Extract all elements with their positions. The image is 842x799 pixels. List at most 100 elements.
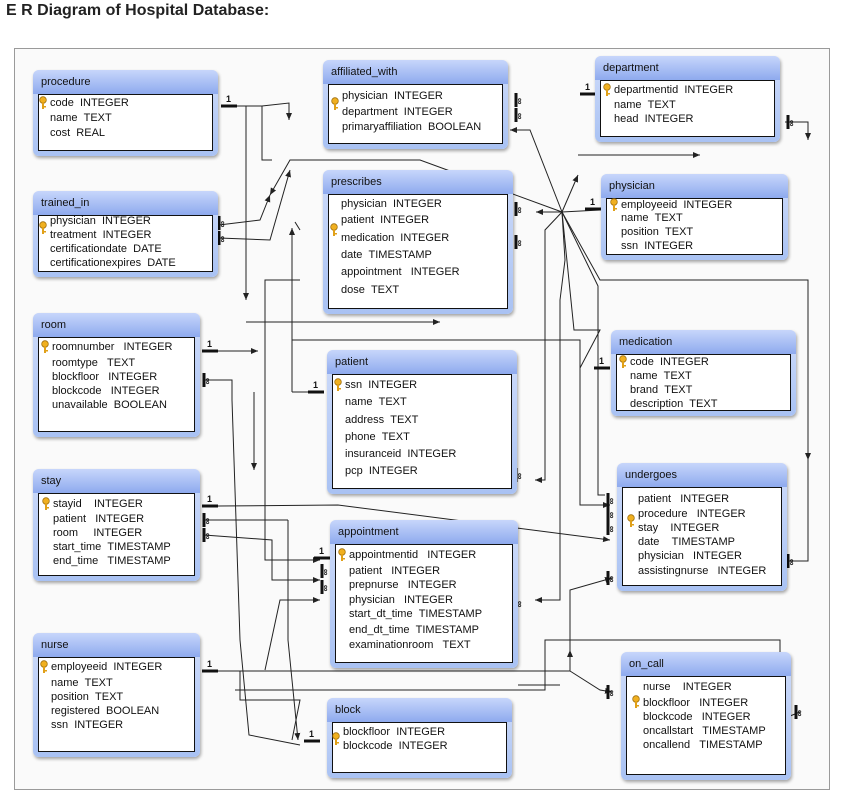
primary-key-icon [39, 96, 47, 109]
relationship-line [561, 211, 605, 496]
entity-attribute-list [38, 94, 213, 151]
entity-department: department [595, 56, 780, 142]
cardinality-one-label: 1 [590, 197, 595, 207]
attribute: ssn INTEGER [51, 719, 124, 731]
relationship-line [788, 460, 809, 562]
attribute: primaryaffiliation BOOLEAN [342, 121, 482, 133]
cardinality-one-label: 1 [207, 339, 212, 349]
attribute: position TEXT [621, 226, 694, 238]
attribute: name TEXT [614, 99, 676, 111]
attribute: name TEXT [621, 212, 683, 224]
attribute: blockfloor INTEGER [52, 371, 158, 383]
attribute: physician INTEGER [638, 550, 742, 562]
attribute: blockfloor INTEGER [343, 726, 446, 738]
cardinality-one-label: 1 [313, 380, 318, 390]
entity-title: appointment [330, 520, 518, 544]
attribute: appointment INTEGER [341, 266, 460, 278]
attribute: name TEXT [50, 112, 112, 124]
cardinality-many-bar [606, 685, 610, 699]
cardinality-many-label: ∞ [515, 207, 525, 214]
cardinality-many-bar [202, 373, 206, 387]
attribute: head INTEGER [614, 113, 694, 125]
primary-key-icon [331, 97, 339, 110]
relationship-line [261, 106, 272, 161]
entity-title: physician [601, 174, 788, 198]
relationship-line [561, 211, 601, 369]
attribute: certificationdate DATE [50, 243, 162, 255]
relationship-line [569, 670, 613, 694]
primary-key-icon [332, 732, 340, 745]
attribute: appointmentid INTEGER [349, 549, 477, 561]
relationship-line [559, 211, 566, 301]
entity-title: block [327, 698, 512, 722]
entity-attribute-list [38, 657, 195, 752]
relationship-line [236, 102, 292, 120]
attribute: dose TEXT [341, 284, 400, 296]
cardinality-many-bar [320, 564, 324, 578]
cardinality-many-label: ∞ [607, 576, 617, 583]
relationship-line [264, 597, 320, 671]
relationship-line [203, 534, 320, 583]
cardinality-many-bar [514, 202, 518, 216]
cardinality-one-bar [585, 207, 601, 211]
cardinality-many-label: ∞ [607, 498, 617, 505]
entity-affiliated-with: affiliated_with [323, 60, 508, 149]
cardinality-many-label: ∞ [515, 473, 525, 480]
relationship-line [217, 504, 611, 543]
attribute: unavailable BOOLEAN [52, 399, 167, 411]
attribute: prepnurse INTEGER [349, 579, 457, 591]
relationship-line [264, 279, 300, 392]
attribute: description TEXT [630, 398, 718, 410]
attribute: address TEXT [345, 414, 419, 426]
attribute: end_time TIMESTAMP [53, 555, 171, 567]
primary-key-icon [330, 222, 338, 236]
attribute: employeeid INTEGER [621, 199, 733, 211]
attribute: name TEXT [630, 370, 692, 382]
cardinality-many-label: ∞ [607, 526, 617, 533]
entity-attribute-list [616, 354, 791, 411]
entity-attribute-list [328, 194, 508, 309]
relationship-line [294, 221, 301, 231]
cardinality-many-bar [202, 528, 206, 542]
cardinality-many-bar [786, 554, 790, 568]
relationship-line [535, 300, 561, 603]
attribute: physician INTEGER [50, 215, 151, 227]
entity-on-call: on_call [621, 652, 791, 780]
attribute: physician INTEGER [342, 90, 443, 102]
attribute: date TIMESTAMP [341, 249, 432, 261]
attribute: roomnumber INTEGER [52, 341, 173, 353]
attribute: room INTEGER [53, 527, 143, 539]
cardinality-many-label: ∞ [515, 113, 525, 120]
entity-medication: medication [611, 330, 796, 416]
primary-key-icon [603, 83, 611, 96]
attribute: blockcode INTEGER [52, 385, 160, 397]
attribute: nurse INTEGER [643, 681, 732, 693]
primary-key-icon [39, 221, 47, 234]
cardinality-one-bar [221, 104, 237, 108]
cardinality-many-label: ∞ [787, 559, 797, 566]
attribute: patient INTEGER [341, 214, 430, 226]
cardinality-one-label: 1 [207, 659, 212, 669]
entity-room: room [33, 313, 200, 437]
entity-title: stay [33, 469, 200, 493]
attribute: stayid INTEGER [53, 498, 143, 510]
relationship-line [287, 520, 301, 741]
cardinality-many-label: ∞ [321, 569, 331, 576]
attribute: code INTEGER [630, 356, 709, 368]
cardinality-one-bar [308, 390, 324, 394]
attribute: name TEXT [51, 677, 113, 689]
attribute: department INTEGER [342, 106, 453, 118]
attribute: departmentid INTEGER [614, 84, 734, 96]
cardinality-many-label: ∞ [515, 601, 525, 608]
attribute: brand TEXT [630, 384, 693, 396]
cardinality-one-bar [594, 366, 610, 370]
relationship-line [569, 577, 613, 671]
entity-appointment: appointment [330, 520, 518, 668]
primary-key-icon [40, 660, 48, 673]
attribute: position TEXT [51, 691, 124, 703]
entity-patient: patient [327, 350, 517, 494]
cardinality-many-bar [202, 513, 206, 527]
entity-title: on_call [621, 652, 791, 676]
entity-procedure: procedure [33, 70, 218, 156]
entity-attribute-list [332, 374, 512, 489]
